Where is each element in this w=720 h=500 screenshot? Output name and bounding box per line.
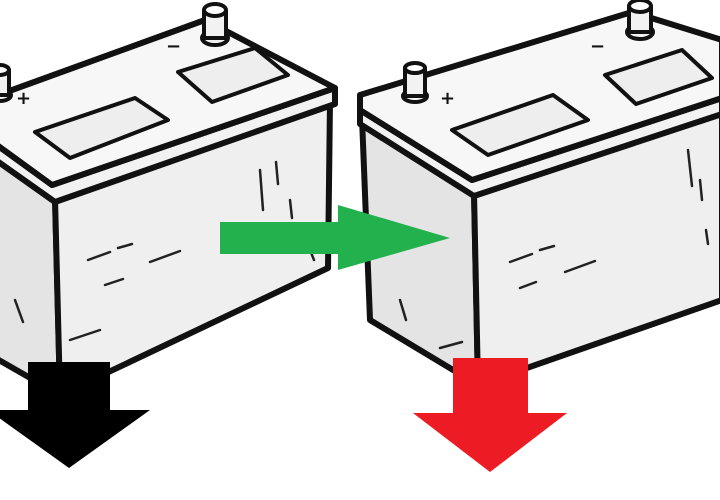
battery-right-terminal-positive: [401, 61, 429, 104]
battery-right-sketch-marks: [398, 148, 710, 350]
battery-left-cap-front: [33, 96, 170, 160]
battery-right-negative-sign: −: [590, 36, 605, 57]
battery-left: + −: [0, 2, 338, 398]
battery-right-cap-back: [603, 48, 714, 106]
battery-right-cap-front: [450, 93, 590, 157]
battery-left-positive-sign: +: [16, 88, 31, 109]
battery-right-positive-sign: +: [440, 88, 455, 109]
battery-left-sketch-marks: [13, 160, 316, 342]
transfer-arrow-green: [220, 205, 450, 270]
battery-right: + −: [357, 0, 720, 388]
battery-left-negative-sign: −: [166, 36, 181, 57]
ground-arrow-black: [0, 362, 150, 468]
ground-arrow-red: [413, 358, 567, 472]
battery-left-terminal-positive: [0, 63, 13, 103]
battery-right-terminal-negative: [625, 0, 655, 41]
battery-left-cap-back: [176, 46, 290, 104]
battery-left-terminal-negative: [200, 2, 230, 47]
